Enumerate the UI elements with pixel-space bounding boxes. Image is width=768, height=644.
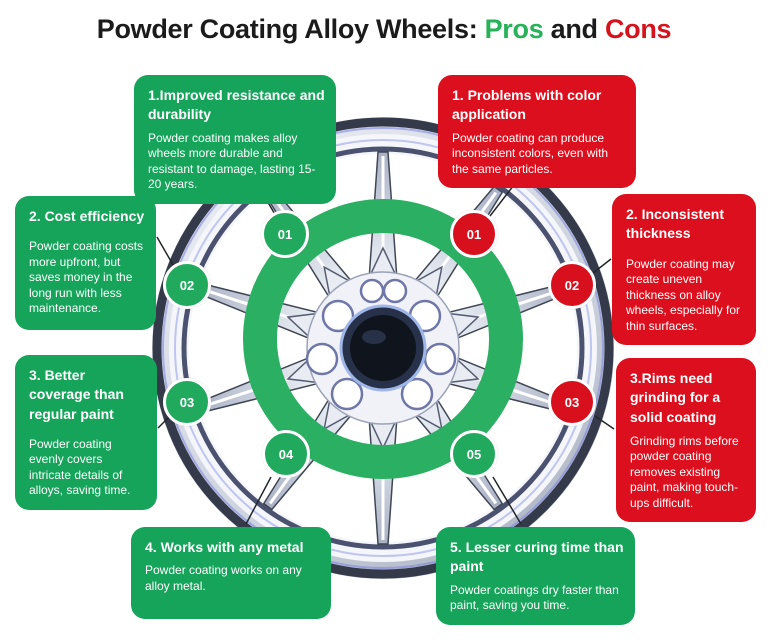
pro-card-4: 4. Works with any metal Powder coating w…: [131, 527, 331, 619]
badge-label: 02: [179, 277, 195, 293]
title-main: Powder Coating Alloy Wheels:: [96, 14, 478, 44]
pro-badge-01: 01: [261, 210, 309, 258]
badge-label: 03: [179, 394, 195, 410]
badge-label: 01: [277, 226, 293, 242]
con-card-1-body: Powder coating can produce inconsistent …: [452, 130, 609, 176]
pro-card-1-heading: 1.Improved resistance and durability: [148, 87, 325, 123]
con-badge-03: 03: [548, 378, 596, 426]
pro-card-5: 5. Lesser curing time than paint Powder …: [436, 527, 635, 625]
badge-label: 02: [564, 277, 580, 293]
con-card-2-heading: 2. Inconsistent thickness: [626, 206, 725, 242]
title-conjunction: and: [550, 14, 598, 44]
badge-label: 01: [466, 226, 482, 242]
con-card-3: 3.Rims need grinding for a solid coating…: [616, 358, 756, 523]
pro-card-5-body: Powder coatings dry faster than paint, s…: [450, 582, 619, 613]
pro-card-1: 1.Improved resistance and durability Pow…: [134, 75, 336, 204]
badge-label: 03: [564, 394, 580, 410]
pro-card-3-heading: 3. Better coverage than regular paint: [29, 367, 124, 422]
badge-label: 04: [278, 446, 294, 462]
pro-card-2-heading: 2. Cost efficiency: [29, 208, 145, 224]
pro-card-3-body: Powder coating evenly covers intricate d…: [29, 436, 131, 498]
title-cons-word: Cons: [604, 14, 672, 44]
pro-badge-02: 02: [163, 261, 211, 309]
pro-card-1-body: Powder coating makes alloy wheels more d…: [148, 130, 316, 192]
con-card-2-body: Powder coating may create uneven thickne…: [626, 256, 741, 333]
badge-label: 05: [466, 446, 482, 462]
pro-card-4-body: Powder coating works on any alloy metal.: [145, 563, 302, 593]
pro-card-3: 3. Better coverage than regular paint Po…: [15, 355, 157, 510]
pro-badge-03: 03: [163, 378, 211, 426]
con-card-3-body: Grinding rims before powder coating remo…: [630, 433, 739, 510]
pro-card-5-heading: 5. Lesser curing time than paint: [450, 539, 624, 575]
title-pros-word: Pros: [484, 14, 544, 44]
con-badge-02: 02: [548, 261, 596, 309]
con-card-1: 1. Problems with color application Powde…: [438, 75, 636, 189]
con-card-3-heading: 3.Rims need grinding for a solid coating: [630, 370, 721, 425]
pro-badge-05: 05: [450, 430, 498, 478]
con-badge-01: 01: [450, 210, 498, 258]
con-card-2: 2. Inconsistent thickness Powder coating…: [612, 194, 756, 345]
page-title: Powder Coating Alloy Wheels: Pros and Co…: [0, 14, 768, 45]
pro-card-4-heading: 4. Works with any metal: [145, 539, 304, 555]
pro-card-2: 2. Cost efficiency Powder coating costs …: [15, 196, 156, 330]
con-card-1-heading: 1. Problems with color application: [452, 87, 602, 123]
pro-card-2-body: Powder coating costs more upfront, but s…: [29, 239, 144, 316]
pro-badge-04: 04: [262, 430, 310, 478]
